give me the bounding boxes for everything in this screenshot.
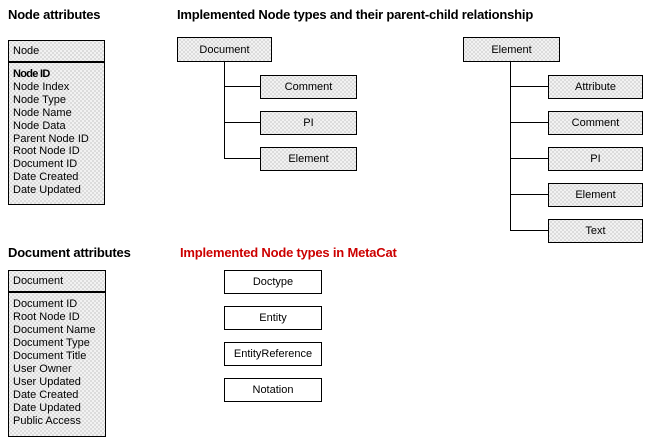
- document-attribute-row: User Updated: [13, 376, 81, 388]
- metacat-heading: Implemented Node types in MetaCat: [180, 245, 397, 260]
- metacat-node-type-box: Entity: [224, 306, 322, 330]
- document-attribute-row: Date Updated: [13, 402, 81, 414]
- element-tree-child-box: Comment: [511, 111, 643, 135]
- node-attribute-row: Parent Node ID: [13, 132, 89, 145]
- element-tree-child-box: Text: [511, 219, 643, 243]
- element-tree-child-box: Element: [511, 183, 643, 207]
- document-attribute-row: Date Created: [13, 389, 79, 401]
- node-attribute-row: Node Name: [13, 106, 72, 119]
- document-attribute-row: Document Type: [13, 337, 90, 349]
- node-attribute-row: Node Data: [13, 119, 66, 132]
- document-tree-child-box: PI: [225, 111, 357, 135]
- element-tree-trunk-line: [510, 62, 511, 231]
- document-attributes-heading: Document attributes: [8, 245, 131, 260]
- document-attribute-row: Root Node ID: [13, 311, 80, 323]
- document-tree-child-box: Comment: [225, 75, 357, 99]
- document-table-header: Document: [9, 271, 105, 293]
- metacat-node-type-box: Doctype: [224, 270, 322, 294]
- node-attribute-row: Node Type: [13, 93, 67, 106]
- parent-child-relationship-heading: Implemented Node types and their parent-…: [177, 7, 534, 22]
- document-attribute-row: Document Title: [13, 350, 87, 362]
- document-attribute-row: Public Access: [13, 415, 81, 427]
- node-attribute-row: Date Created: [13, 171, 79, 184]
- node-attribute-row: Date Updated: [13, 184, 81, 197]
- document-tree-parent-box: Document: [177, 37, 272, 62]
- document-tree-trunk-line: [224, 62, 225, 159]
- element-tree-parent-box: Element: [463, 37, 560, 62]
- node-attribute-row: Root Node ID: [13, 145, 80, 158]
- element-tree-child-box: Attribute: [511, 75, 643, 99]
- node-attribute-row: Document ID: [13, 158, 78, 171]
- metacat-node-type-box: EntityReference: [224, 342, 322, 366]
- document-attribute-row: Document Name: [13, 324, 96, 336]
- node-attribute-row: Node Index: [13, 80, 70, 93]
- element-tree-child-box: PI: [511, 147, 643, 171]
- metacat-node-type-box: Notation: [224, 378, 322, 402]
- node-table-header: Node: [9, 41, 104, 63]
- document-attribute-row: User Owner: [13, 363, 72, 375]
- document-attribute-row: Document ID: [13, 298, 78, 310]
- node-attribute-row: Node ID: [13, 68, 50, 80]
- document-tree-child-box: Element: [225, 147, 357, 171]
- node-attributes-heading: Node attributes: [8, 7, 101, 22]
